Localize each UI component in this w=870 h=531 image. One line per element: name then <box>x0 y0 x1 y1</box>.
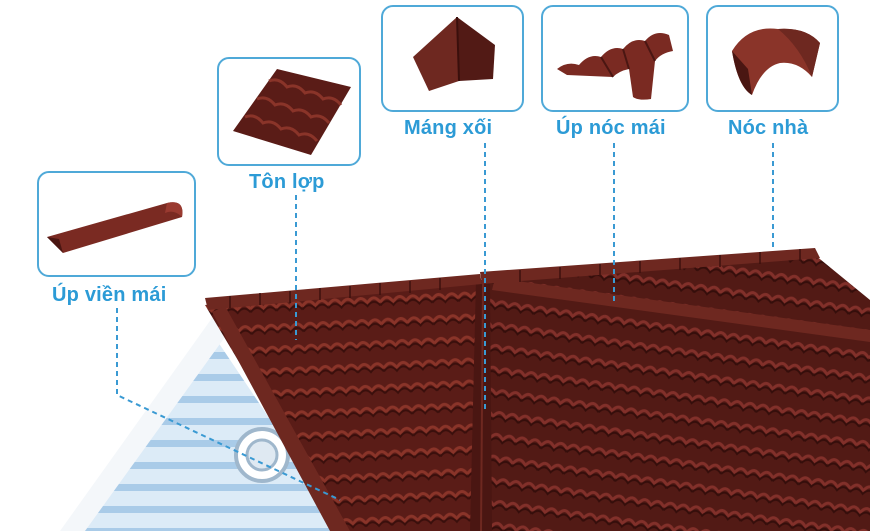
label-edge-trim: Úp viền mái <box>52 284 167 306</box>
edge-trim-icon <box>47 202 183 253</box>
ridge-cap-right <box>480 248 820 284</box>
label-ridge-cap: Úp nóc mái <box>556 117 666 139</box>
gable-trim <box>60 318 230 531</box>
roof-sheet-icon <box>233 69 351 155</box>
leader-line-edge-trim <box>116 308 341 501</box>
label-ridge-end: Nóc nhà <box>728 117 809 139</box>
part-card-ridge-end <box>706 5 839 112</box>
ridge-cap-left <box>205 274 482 310</box>
ridge-cap-icon <box>557 33 673 100</box>
gutter-valley-icon <box>413 16 495 91</box>
part-card-gutter <box>381 5 524 112</box>
part-card-ridge-cap <box>541 5 689 112</box>
label-roof-sheet: Tôn lợp <box>249 171 325 193</box>
roof-right-plane <box>480 255 870 531</box>
label-gutter: Máng xối <box>404 117 493 139</box>
gable-wall <box>70 330 345 531</box>
edge-trim <box>212 306 350 531</box>
ridge-end-cap-icon <box>732 28 820 95</box>
part-card-edge-trim <box>37 171 196 277</box>
roof-left-plane <box>205 280 480 531</box>
valley-gutter <box>470 280 492 531</box>
hip-ridge <box>492 278 870 342</box>
part-card-roof-sheet <box>217 57 361 166</box>
